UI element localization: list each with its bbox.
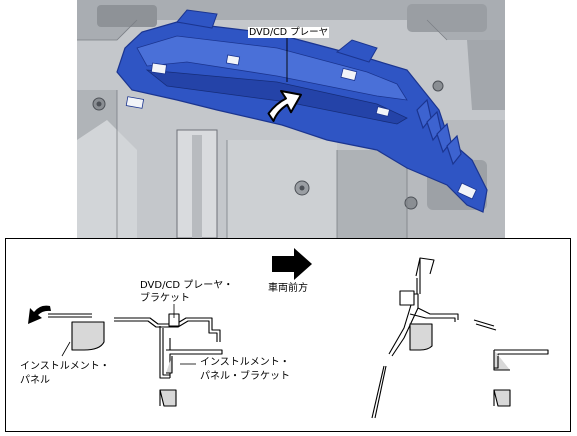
label-instrument-panel-bracket-line1: インストルメント・ [200, 357, 290, 368]
right-section-drawing [371, 257, 549, 419]
left-section-drawing [48, 313, 223, 407]
removal-direction-arrow [267, 90, 302, 122]
callout-dvd-cd-player: DVD/CD プレーヤ [248, 27, 330, 38]
label-instrument-panel-bracket-line2: パネル・ブラケット [200, 371, 290, 382]
installation-section-diagram [28, 248, 549, 419]
dashboard-illustration [77, 0, 505, 238]
label-leader-lines [61, 304, 196, 365]
label-vehicle-front: 車両前方 [268, 283, 308, 294]
label-instrument-panel-line2: パネル [20, 375, 50, 386]
vehicle-front-arrow [272, 248, 312, 280]
left-removal-arrow [28, 305, 51, 324]
label-dvd-cd-player-bracket-line1: DVD/CD プレーヤ・ [140, 280, 234, 291]
label-dvd-cd-player-bracket-line2: ブラケット [140, 293, 190, 304]
dvd-player-bracket-part [116, 9, 488, 213]
label-instrument-panel-line1: インストルメント・ [20, 361, 110, 372]
